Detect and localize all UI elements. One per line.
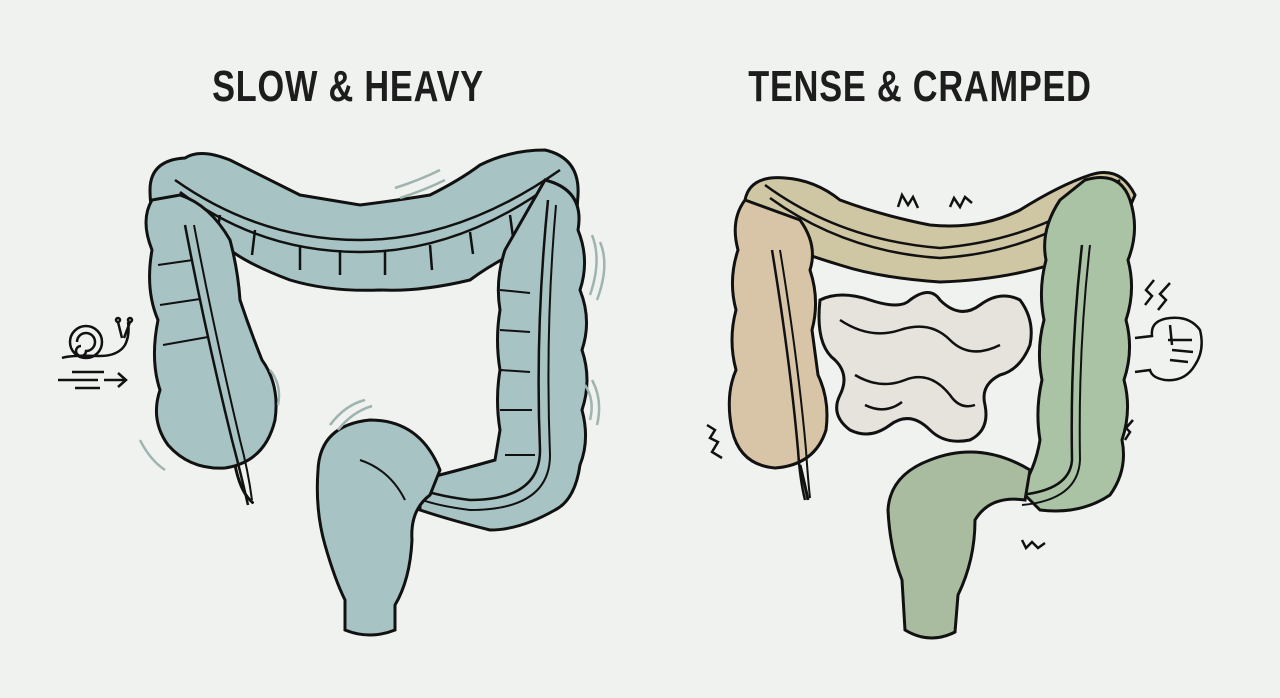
ascending-colon [144,193,278,506]
descending-colon [409,178,589,532]
tense-cramped-panel: TENSE & CRAMPED [640,0,1280,698]
clenched-fist-icon [1134,279,1203,382]
spastic-colon-illustration [706,171,1203,640]
descending-colon [1018,176,1136,513]
slow-heavy-title: SLOW & HEAVY [212,62,484,111]
rectum [315,418,442,637]
transverse-colon [148,148,580,292]
appendix [798,464,810,501]
snail-icon [61,316,134,360]
rectum [886,450,1032,640]
slow-heavy-panel: SLOW & HEAVY [58,62,606,637]
zigzag-tension-marks [706,192,1134,551]
appendix [233,464,254,504]
ascending-colon [727,198,829,501]
sluggish-colon-illustration [58,148,606,637]
small-intestine [817,291,1033,443]
tense-cramped-title: TENSE & CRAMPED [748,62,1092,111]
motion-arrow-icon [58,370,128,390]
vibration-lines [138,168,606,472]
